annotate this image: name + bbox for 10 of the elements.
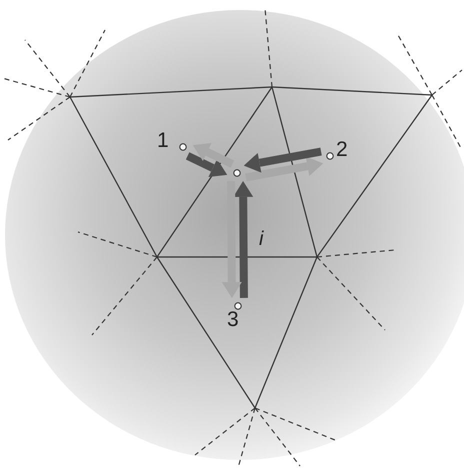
flux-arrow <box>245 156 324 182</box>
flux-arrow <box>222 181 242 298</box>
flux-arrow <box>186 152 228 177</box>
node-label: 2 <box>336 139 348 161</box>
flux-arrow <box>244 148 322 173</box>
region-label: i <box>259 228 264 250</box>
flux-arrow <box>192 143 234 168</box>
node-label: 1 <box>157 130 169 152</box>
node-label: 3 <box>227 309 239 331</box>
flux-arrow <box>233 180 254 298</box>
